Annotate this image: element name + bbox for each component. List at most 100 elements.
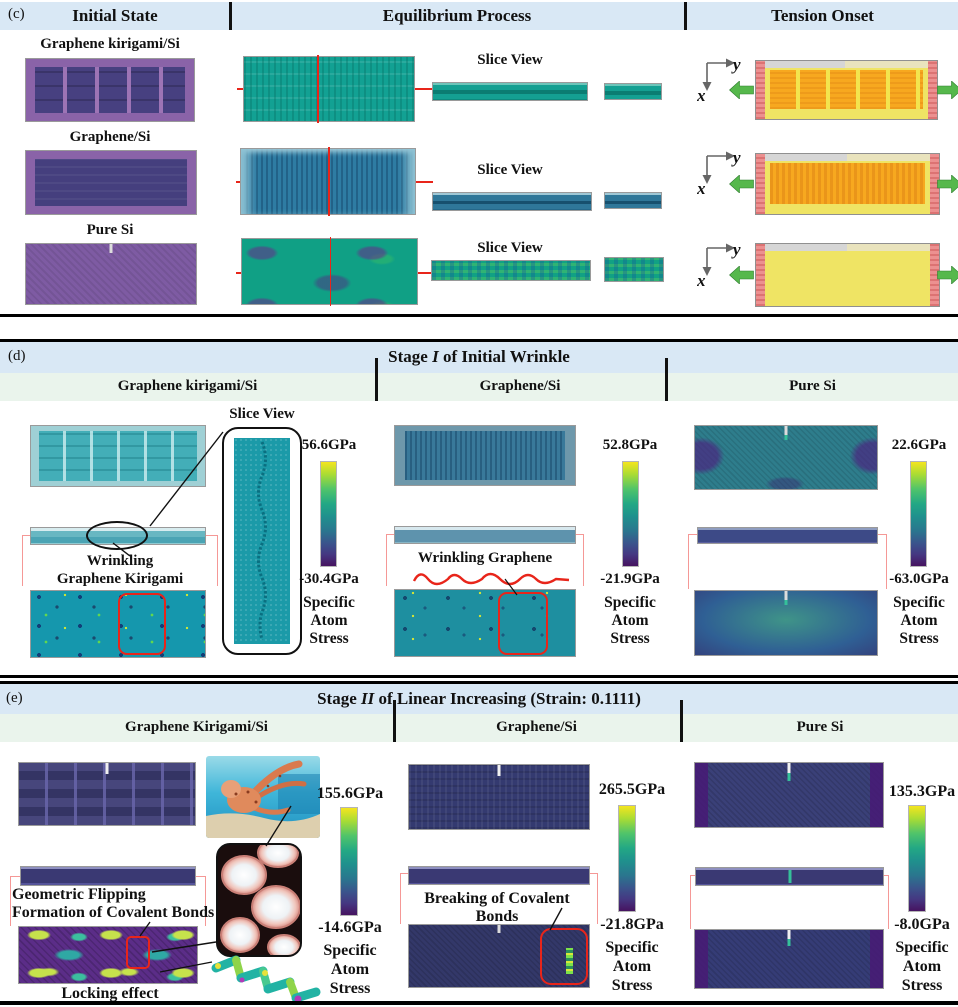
e-kirigami-top-view	[18, 762, 196, 826]
caption-line: Specific	[604, 594, 656, 611]
row-label-graphene-kirigami-si: Graphene kirigami/Si	[40, 36, 180, 52]
slice-cut-crosshair	[317, 55, 319, 123]
figure-bottom-border	[0, 1001, 958, 1005]
equilibrium-graphene-model	[240, 147, 416, 216]
panel-c-header-tension-onset: Tension Onset	[771, 6, 874, 25]
slice-cut-crosshair	[329, 237, 332, 306]
panel-d-col-graphene-kirigami-si: Graphene kirigami/Si	[117, 378, 258, 394]
caption-line: Specific	[303, 594, 355, 611]
d-pure-si-side-view	[697, 527, 878, 544]
pre-crack-notch	[497, 765, 501, 776]
annotation-wrinkling-graphene: Wrinkling Graphene	[417, 550, 553, 566]
slice-cut-crosshair	[328, 147, 330, 216]
e-kirigami-side-view	[20, 866, 196, 886]
slice-view-label-row1: Slice View	[477, 52, 543, 68]
edge-stress-band	[695, 763, 708, 827]
colorbar-min-e-graphene: -21.8GPa	[600, 916, 664, 933]
separator-line	[0, 314, 958, 317]
title-prefix: Stage	[317, 689, 361, 708]
colorbar-max-e-kirigami: 155.6GPa	[316, 785, 384, 802]
panel-d-title-band: (d) Stage I of Initial Wrinkle	[0, 342, 958, 373]
caption-line: Atom	[612, 958, 652, 975]
panel-e-divider-1	[393, 700, 396, 742]
pre-crack-notch	[497, 925, 501, 933]
edge-stress-band	[870, 930, 883, 988]
stress-caption-d-graphene: Specific Atom Stress	[594, 594, 666, 648]
stress-caption-e-kirigami: Specific Atom Stress	[316, 941, 384, 998]
initial-state-pure-si-model	[25, 243, 197, 305]
crack-tip-glow	[784, 600, 788, 605]
pre-crack-notch	[787, 930, 791, 939]
panel-e-col-graphene-kirigami-si: Graphene Kirigami/Si	[125, 719, 268, 735]
edge-stress-band	[870, 763, 883, 827]
pre-crack-notch	[784, 426, 788, 435]
caption-line: Specific	[893, 594, 945, 611]
annotation-graphene-kirigami: Graphene Kirigami	[56, 571, 184, 587]
substrate-strip-beige	[845, 61, 928, 68]
d-pure-si-stress-map	[694, 590, 878, 656]
crack-tip-glow	[788, 870, 791, 883]
octopus-photo	[206, 756, 320, 838]
annotation-breaking-covalent-bonds: Breaking of Covalent Bonds	[424, 890, 570, 925]
graphene-pattern	[405, 431, 565, 480]
colorbar-d-graphene	[622, 461, 639, 567]
caption-line: Stress	[899, 630, 939, 647]
title-suffix: of Linear Increasing (Strain: 0.1111)	[374, 689, 641, 708]
row-label-graphene-si: Graphene/Si	[69, 129, 151, 145]
title-suffix: of Initial Wrinkle	[438, 347, 570, 366]
kirigami-unit-molecule	[211, 955, 321, 1003]
slice-view-label-row3: Slice View	[477, 240, 543, 256]
colorbar-max-d-kirigami: 56.6GPa	[301, 437, 357, 453]
crack-tip-glow	[787, 939, 791, 946]
annotation-locking-effect: Locking effect	[61, 985, 159, 1002]
slice-view-long-row1	[432, 82, 588, 101]
caption-line: Specific	[605, 939, 659, 956]
panel-e-tag: (e)	[6, 690, 23, 706]
highlight-region-box	[118, 593, 166, 655]
crack-tip-glow	[787, 773, 791, 781]
axis-y-label: y	[731, 240, 741, 259]
panel-d-subheader-band: Graphene kirigami/Si Graphene/Si Pure Si	[0, 373, 958, 401]
colorbar-max-d-graphene: 52.8GPa	[602, 437, 658, 453]
stress-caption-e-pure-si: Specific Atom Stress	[888, 938, 956, 995]
stress-caption-e-graphene: Specific Atom Stress	[598, 938, 666, 995]
d-slice-view-label: Slice View	[229, 406, 295, 422]
panel-c-tag: (c)	[8, 6, 25, 22]
tension-arrow-right-row3	[937, 266, 958, 284]
substrate-strip-gray	[765, 244, 847, 251]
panel-e-title: Stage II of Linear Increasing (Strain: 0…	[0, 685, 958, 713]
panel-e-title-band: (e) Stage II of Linear Increasing (Strai…	[0, 684, 958, 714]
axis-x-label: x	[697, 179, 706, 195]
panel-e-col-pure-si: Pure Si	[796, 719, 844, 735]
pre-crack-notch	[105, 763, 109, 774]
caption-line: Stress	[329, 980, 371, 997]
panel-e-divider-2	[680, 700, 683, 742]
clamp-right	[930, 244, 939, 306]
panel-c-header-equilibrium-process: Equilibrium Process	[382, 6, 532, 25]
d-graphene-top-view	[394, 425, 576, 486]
colorbar-min-d-kirigami: -30.4GPa	[299, 571, 359, 587]
e-kirigami-stress-map	[18, 926, 198, 984]
e-pure-si-stress-map	[694, 929, 884, 989]
caption-line: Atom	[902, 958, 942, 975]
title-stage-numeral: I	[432, 347, 439, 366]
kirigami-pattern	[35, 67, 185, 113]
e-pure-si-side-view	[695, 867, 884, 886]
e-graphene-side-view	[408, 866, 590, 885]
colorbar-min-e-kirigami: -14.6GPa	[318, 919, 382, 936]
clamp-left	[756, 154, 765, 214]
kirigami-sheet	[770, 70, 923, 109]
caption-line: Stress	[309, 630, 349, 647]
edge-stress-band	[695, 930, 708, 988]
axis-y-label: y	[731, 148, 741, 167]
colorbar-e-graphene	[618, 805, 636, 912]
slice-view-long-row3	[431, 260, 591, 281]
clamp-right	[928, 61, 937, 119]
caption-line: Specific	[895, 939, 949, 956]
annotation-geometric-flipping: Geometric Flipping	[12, 886, 146, 903]
panel-c-divider-1	[229, 2, 232, 30]
slice-atom-column	[234, 438, 290, 644]
caption-line: Atom	[900, 612, 938, 629]
colorbar-min-d-pure-si: -63.0GPa	[889, 571, 949, 587]
